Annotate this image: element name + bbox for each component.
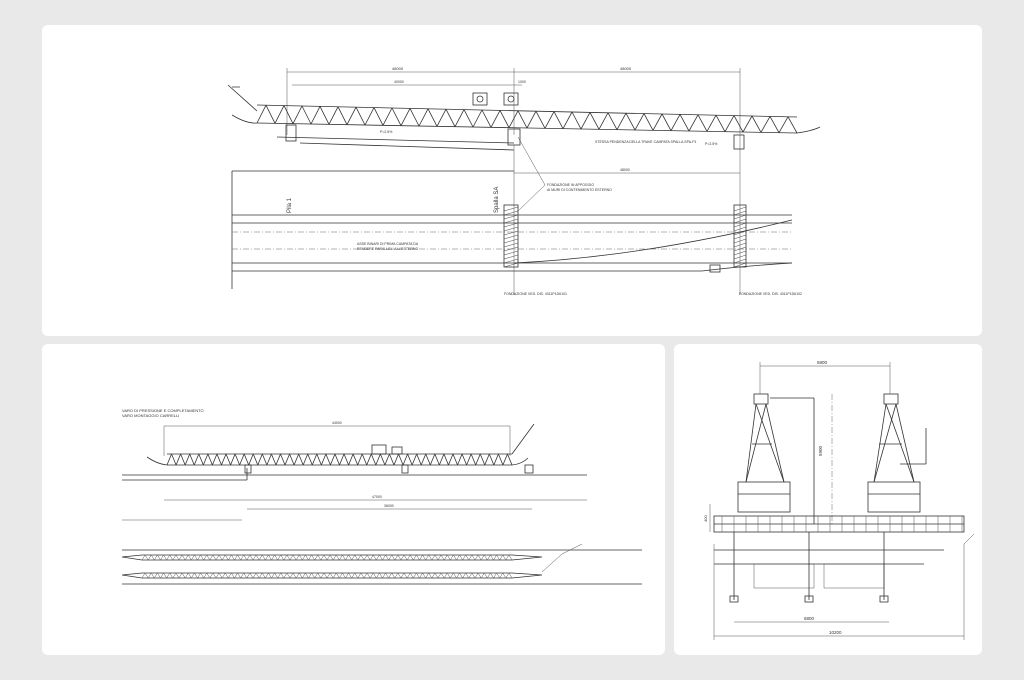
abutment-label: Spalla SA: [494, 187, 500, 213]
foundation-left: [503, 204, 519, 268]
launching-phase-drawing: VARO DI PRESSIONE E COMPLETAMENTO VARO M…: [121, 408, 642, 585]
slope-note: STESSA PENDENZA DELLA TRAVE CAMPATA SPAL…: [595, 140, 697, 144]
beam-stiffeners: [721, 516, 963, 532]
dim-bottom-outer: 10200: [829, 630, 842, 635]
dim-lower: 47000: [372, 495, 382, 499]
dim-bottom-inner: 6800: [804, 616, 815, 621]
phase-title-2: VARO MONTAGGIO CARRELLI: [122, 413, 179, 418]
foundation-hatching: [503, 206, 747, 268]
trolley-right: [503, 92, 519, 106]
pile-label: Pila 1: [287, 197, 293, 213]
plan-truss-pattern: [141, 554, 513, 579]
top-drawing-panel: 48000 48000 40000 1000 P=2.5% P=2.5% STE…: [42, 25, 982, 336]
bottom-left-drawing-panel: VARO DI PRESSIONE E COMPLETAMENTO VARO M…: [42, 344, 665, 655]
truss-diagonals: [166, 453, 513, 466]
dim-plan: 48000: [620, 168, 630, 172]
dim-left: 400: [703, 515, 708, 522]
trolley-left: [472, 92, 488, 106]
dim-sub-right: 1000: [518, 80, 526, 84]
launching-girder-elevation-and-plan: 48000 48000 40000 1000 P=2.5% P=2.5% STE…: [227, 66, 821, 296]
slope-left-label: P=2.5%: [380, 130, 392, 134]
center-note-1: ASSE BINARI DI PRIMA CAMPATA DA: [357, 242, 419, 246]
foundation-left-label: FONDAZIONE VED. DIS. 4311P1D6101: [504, 292, 567, 296]
center-note-2: RENDERE PARALLELI ALL'ESTERNO: [357, 247, 418, 251]
dim-height: 5900: [818, 445, 823, 456]
dim-top: 5800: [817, 360, 828, 365]
foundation-right: [733, 204, 747, 268]
support-right: [733, 134, 745, 150]
left-trolley: [737, 481, 791, 513]
right-trolley: [867, 481, 921, 513]
support-note-2: AI MURI DI CONTENIMENTO ESTERNO: [547, 188, 612, 192]
dim-mid: 36000: [384, 504, 394, 508]
trolley: [371, 444, 387, 455]
cross-section-drawing: 5800 5900 400: [703, 360, 975, 640]
bottom-right-drawing-panel: 5800 5900 400: [674, 344, 982, 655]
truss-diagonals: [256, 105, 798, 134]
support-note-1: FONDAZIONE IN APPOGGIO: [547, 183, 594, 187]
dim-left: 48000: [392, 66, 404, 71]
slope-right-label: P=2.5%: [705, 142, 717, 146]
dim-sub-left: 40000: [394, 80, 404, 84]
dim-total: 44000: [332, 421, 342, 425]
foundation-right-label: FONDAZIONE VED. DIS. 4311P1D6102: [739, 292, 802, 296]
dim-right: 48000: [620, 66, 632, 71]
support-left: [285, 124, 297, 142]
phase-title-1: VARO DI PRESSIONE E COMPLETAMENTO: [122, 408, 204, 413]
